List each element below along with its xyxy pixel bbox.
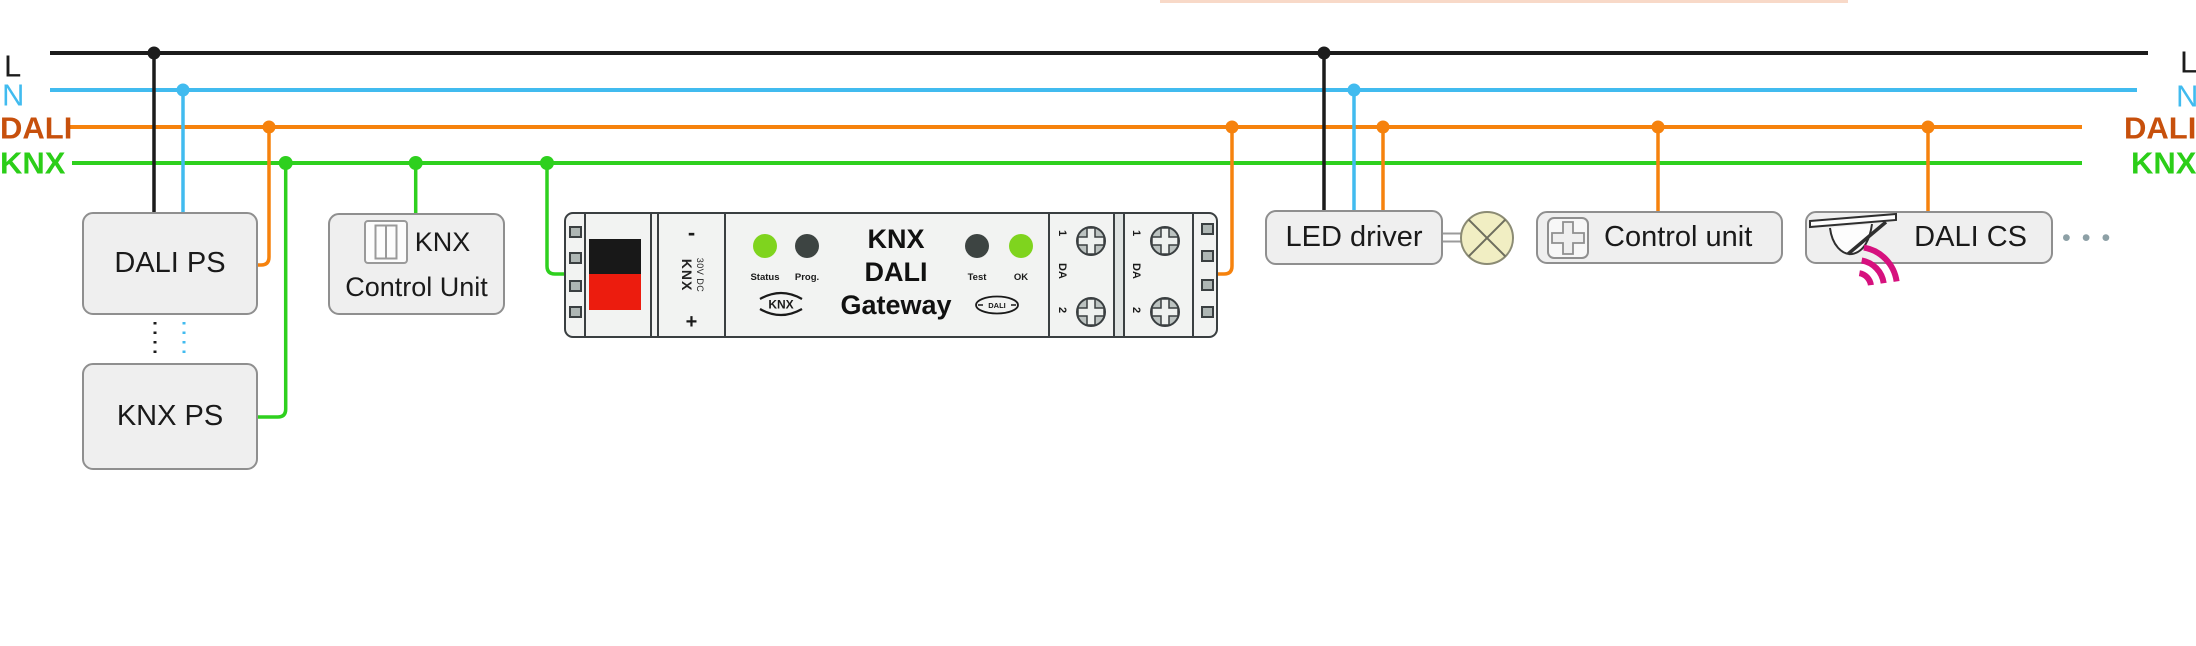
screw-terminal-icon [1150,226,1180,256]
gateway-title-line3: Gateway [840,290,952,320]
clamp-icon [1201,250,1214,262]
dali-ps-box: DALI PS [82,212,258,315]
control-unit-label: Control unit [1604,221,1753,253]
gateway-psu-section: - 30V DC KNX + [659,214,726,336]
clamp-icon [1201,223,1214,235]
da2-terminal-1-label: 1 [1130,229,1142,237]
junction-dot [176,83,190,97]
gateway-title-line2: DALI [864,257,928,287]
bus-label-knx-left: KNX [0,145,66,181]
knx-logo-text: KNX [768,298,793,312]
psu-voltage-label: 30V DC [694,257,705,293]
screw-terminal-icon [1076,226,1106,256]
wire-knx-to-gateway [545,163,566,276]
dali-logo: DALI [975,295,1019,315]
knx-dali-gateway-device: - 30V DC KNX + Status Prog. KNX KNX DALI… [564,212,1218,338]
light-switch-icon [363,220,408,264]
psu-rotated-text: 30V DC KNX [679,230,705,320]
junction-dot [147,46,161,60]
knx-ps-box: KNX PS [82,363,258,470]
da1-terminal-1-label: 1 [1056,229,1068,237]
clamp-icon [569,252,582,264]
status-led [753,234,777,258]
clamp-icon [1201,306,1214,318]
gateway-left-clamp-strip [566,214,586,336]
led-driver-label: LED driver [1285,221,1423,253]
junction-dot [1347,83,1361,97]
junction-dot [540,156,554,170]
da1-terminal-da-label: DA [1056,263,1068,279]
bus-label-l-right: L [2180,44,2196,80]
terminal-minus-label: - [687,220,696,245]
screw-terminal-icon [1150,297,1180,327]
dali-logo-text: DALI [988,301,1006,310]
screw-terminal-icon [1076,297,1106,327]
gateway-front-face: Status Prog. KNX KNX DALI Gateway Test O… [726,214,1050,336]
lamp-icon [1460,211,1514,265]
test-led [965,234,989,258]
bus-label-n-left: N [2,77,25,113]
presence-sensor-icon [1809,212,1900,286]
top-accent-bar [1160,0,1848,3]
knx-logo: KNX [759,291,803,317]
test-led-label: Test [967,272,987,283]
junction-dot [1376,120,1390,134]
da1-terminal-2-label: 2 [1056,306,1068,314]
junction-dot [1651,120,1665,134]
junction-dot [278,156,293,170]
bus-label-l-left: L [4,48,22,84]
knx-ps-label: KNX PS [116,400,224,432]
da2-terminal-da-label: DA [1130,263,1142,279]
sensor-signal-waves [1858,244,1900,286]
junction-dot [1921,120,1935,134]
dali-ps-label: DALI PS [114,247,226,279]
ellipsis-dots: ••• [2062,224,2122,252]
knx-control-unit-label: KNX Control Unit [345,227,488,302]
clamp-icon [569,306,582,318]
gateway-title: KNX DALI Gateway [821,223,971,322]
da2-terminal-2-label: 2 [1130,306,1142,314]
bus-label-knx-right: KNX [2131,145,2196,181]
ok-led [1009,234,1033,258]
gateway-block-gap [1113,214,1125,336]
prog-led [795,234,819,258]
junction-dot [1225,120,1239,134]
gateway-divider-strip [650,214,659,336]
wire-knx-to-knx-ps [258,163,288,419]
clamp-icon [1201,279,1214,291]
junction-dot [262,120,276,134]
gateway-right-clamp-strip [1192,214,1216,336]
prog-led-label: Prog. [794,272,820,283]
bus-label-n-right: N [2176,78,2196,114]
knx-control-unit-box: KNX Control Unit [328,213,505,315]
knx-terminal-black [589,239,641,274]
junction-dot [1317,46,1331,60]
control-unit-box: Control unit [1536,211,1783,264]
dali-cs-label: DALI CS [1914,221,2027,253]
junction-dots [147,46,1935,170]
terminal-plus-label: + [685,311,698,333]
ok-led-label: OK [1013,272,1029,283]
bus-label-dali-left: DALI [0,110,73,146]
psu-knx-label: KNX [678,258,695,292]
status-led-label: Status [750,272,780,283]
wire-dali-to-dali-ps [258,127,271,267]
lamp-connector [1443,232,1461,243]
control-unit-cross-icon [1547,216,1589,259]
gateway-title-line1: KNX [867,224,925,254]
bus-label-dali-right: DALI [2124,110,2196,146]
wire-gateway-to-dali [1216,127,1234,276]
clamp-icon [569,226,582,238]
knx-terminal-red [589,274,641,310]
led-driver-box: LED driver [1265,210,1443,265]
junction-dot [408,156,423,170]
clamp-icon [569,280,582,292]
